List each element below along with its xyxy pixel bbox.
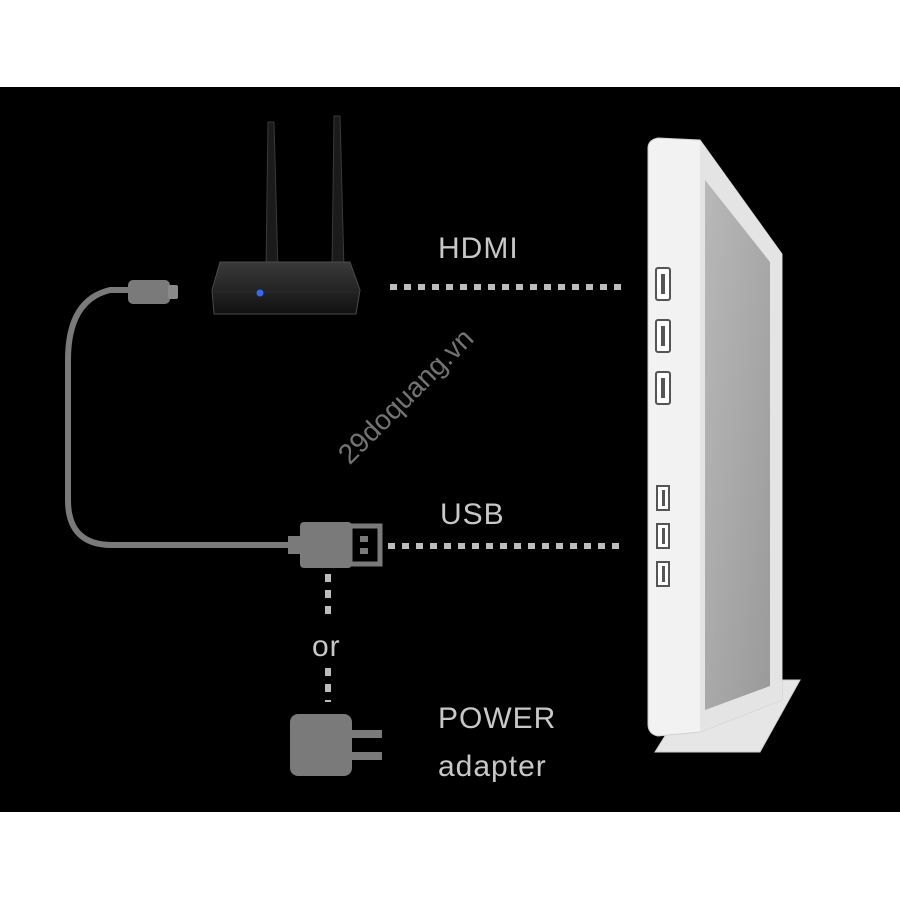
router bbox=[211, 115, 361, 315]
power-label: POWER bbox=[438, 702, 557, 735]
router-antenna-right bbox=[331, 115, 345, 271]
usb-port-2 bbox=[656, 523, 670, 549]
usb-label: USB bbox=[440, 498, 505, 531]
usb-cable bbox=[65, 280, 295, 548]
hdmi-port-3 bbox=[655, 371, 671, 405]
monitor-screen bbox=[705, 180, 770, 710]
usb-port-1 bbox=[656, 485, 670, 511]
adapter-label: adapter bbox=[438, 750, 547, 783]
router-body bbox=[211, 261, 361, 315]
hdmi-port-2 bbox=[655, 319, 671, 353]
router-side-usb-plug bbox=[128, 280, 178, 304]
usb-a-plug bbox=[288, 522, 383, 568]
power-adapter-icon bbox=[290, 714, 382, 776]
router-antenna-left bbox=[265, 121, 279, 273]
usb-port-3 bbox=[656, 561, 670, 587]
router-power-led bbox=[256, 289, 264, 297]
monitor bbox=[647, 137, 801, 753]
hdmi-port-1 bbox=[655, 267, 671, 301]
hdmi-label: HDMI bbox=[438, 232, 519, 265]
or-label: or bbox=[312, 630, 341, 663]
